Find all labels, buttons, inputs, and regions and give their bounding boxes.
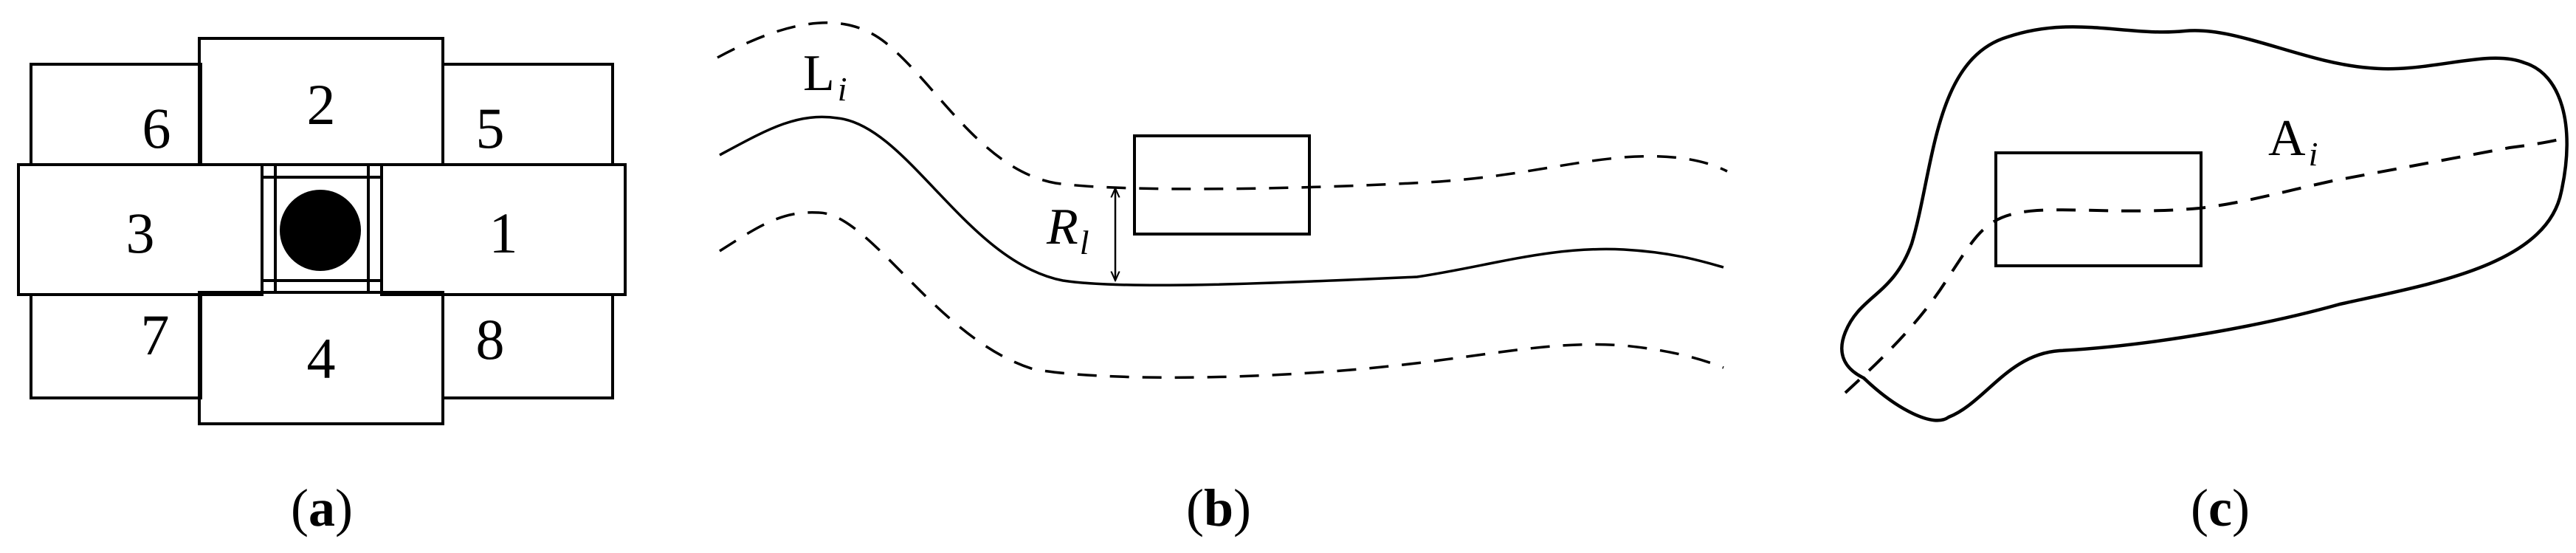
block-label-3: 3 (126, 201, 155, 265)
panel-b (717, 21, 1728, 379)
object-rectangle (1133, 134, 1311, 236)
block-8 (441, 293, 614, 399)
line-label: Li (803, 45, 847, 108)
center-cell (261, 163, 383, 294)
block-5 (441, 63, 614, 166)
area-boundary (1840, 25, 2569, 422)
block-label-2: 2 (307, 72, 336, 137)
path-line-Li (719, 115, 1724, 287)
block-6 (30, 63, 202, 166)
corner-notch (261, 163, 277, 179)
block-label-5: 5 (476, 96, 505, 160)
caption-a: (a) (291, 478, 353, 537)
radius-label: Rl (1046, 199, 1089, 261)
area-label: Ai (2268, 110, 2318, 173)
corner-notch (367, 279, 383, 294)
center-dot (280, 190, 361, 271)
panel-c-labels: Ai (c) (2191, 110, 2318, 537)
area-centerline (1844, 137, 2562, 394)
object-rectangle (1994, 151, 2203, 267)
center-frame (274, 176, 370, 282)
block-label-7: 7 (141, 303, 170, 367)
panel-b-labels: Li Rl (b) (803, 45, 1251, 537)
corner-notch (261, 279, 277, 294)
panel-a (17, 37, 627, 425)
upper-dashed-boundary (717, 21, 1728, 190)
block-7 (30, 293, 202, 399)
lower-dashed-boundary (719, 210, 1724, 379)
block-label-4: 4 (307, 326, 336, 391)
block-label-8: 8 (476, 307, 505, 371)
panel-a-labels: 2 6 5 3 1 7 8 4 (a) (126, 72, 518, 537)
caption-b: (b) (1186, 478, 1251, 537)
block-label-6: 6 (142, 96, 171, 160)
caption-c: (c) (2191, 478, 2250, 537)
block-label-1: 1 (489, 201, 518, 265)
panel-c (1840, 25, 2569, 422)
corner-notch (367, 163, 383, 179)
